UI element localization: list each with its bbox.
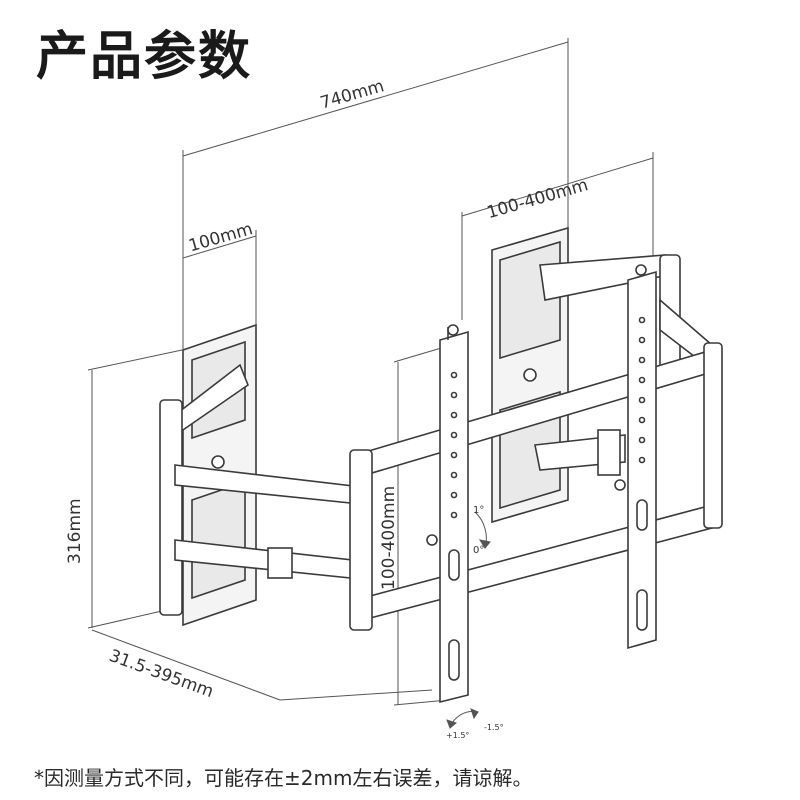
rotation-arc [446,708,479,729]
angle-tilt-zero: 0° [473,545,484,556]
angle-rot-pos: +1.5° [446,731,469,740]
arm-right [534,254,713,476]
dim-overall-width: 740mm [318,76,387,113]
angle-rot-neg: -1.5° [484,723,504,732]
dim-vertical-vesa: 100-400mm [379,486,399,590]
page-title: 产品参数 [36,27,253,87]
dim-extension: 31.5-395mm [106,646,216,702]
tilt-arc [474,511,491,549]
dim-height: 316mm [65,498,85,564]
dim-top-vesa: 100-400mm [485,175,591,223]
arm-left [159,363,371,616]
angle-tilt-up: 1° [473,505,484,516]
vesa-bar-right [614,264,657,650]
vesa-bar-left [426,324,469,704]
footnote: *因测量方式不同，可能存在±2mm左右误差，请谅解。 [34,766,533,790]
dim-wall-plate-spacing: 100mm [186,219,255,256]
